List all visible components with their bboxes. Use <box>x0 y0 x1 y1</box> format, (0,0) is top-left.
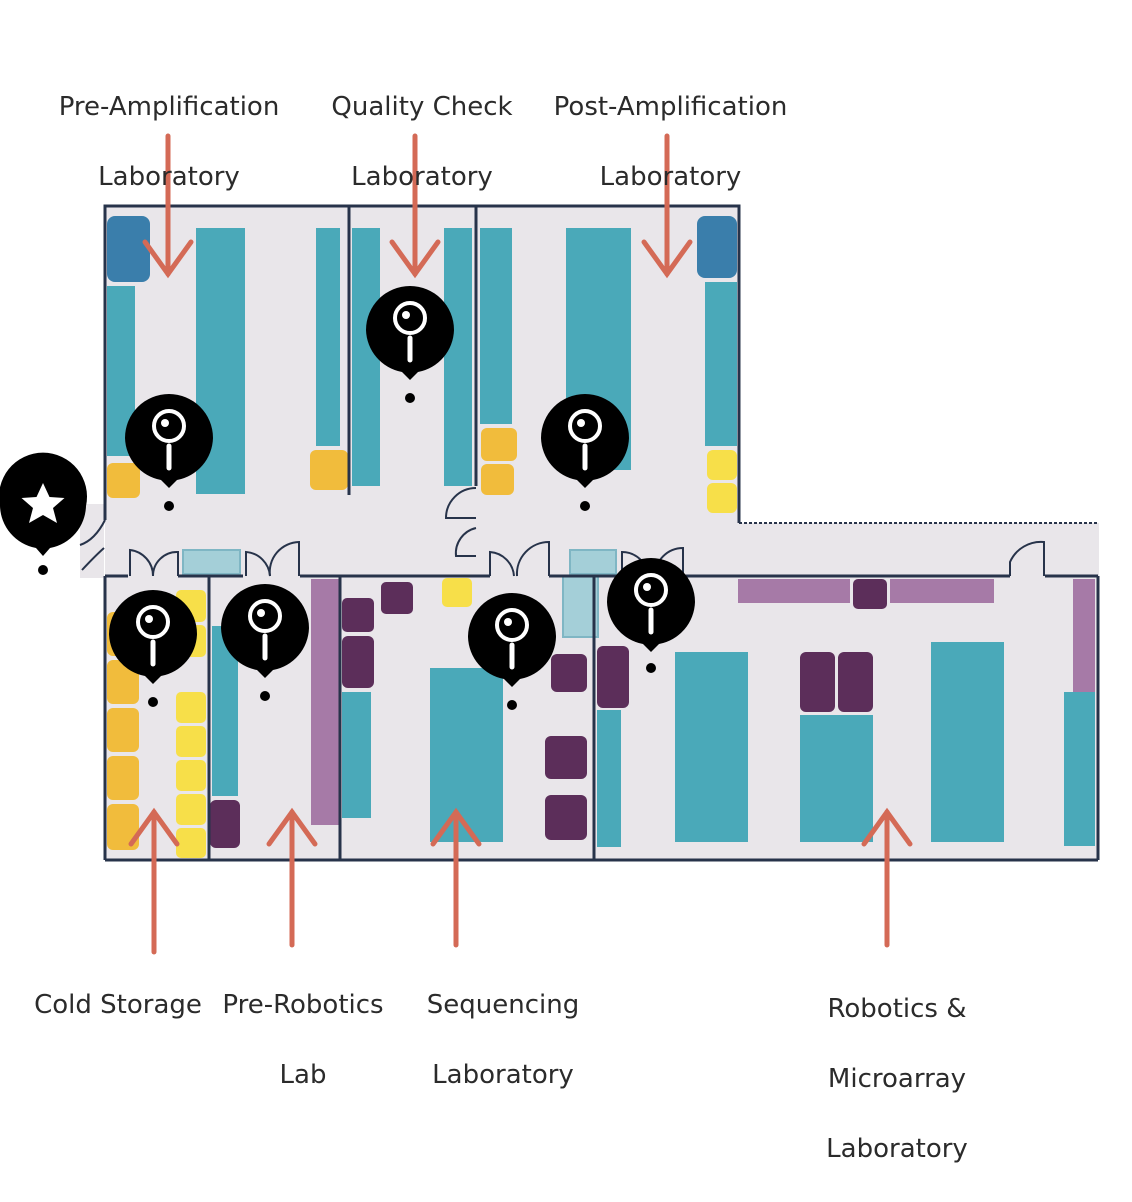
quality-check-room <box>352 228 472 486</box>
bench <box>705 282 737 446</box>
storage-unit <box>707 450 737 480</box>
label-line: Quality Check <box>331 92 513 122</box>
pin-pre-amplification[interactable] <box>125 394 213 511</box>
arrow-down-icon <box>641 133 693 279</box>
arrow-down-icon <box>389 133 441 279</box>
label-post-amplification: Post-Amplification Laboratory <box>533 55 808 230</box>
floor-plan <box>0 133 1100 955</box>
label-line: Robotics & <box>827 994 967 1024</box>
label-line: Laboratory <box>826 1134 968 1164</box>
pin-pre-robotics[interactable] <box>221 584 309 701</box>
label-line: Microarray <box>827 1064 967 1094</box>
arrows <box>128 133 913 955</box>
arrow-down-icon <box>142 133 194 279</box>
label-pre-amplification: Pre-Amplification Laboratory <box>38 55 300 230</box>
bench <box>316 228 340 446</box>
label-pre-robotics: Pre-Robotics Lab <box>208 953 398 1128</box>
blue-cabinet <box>697 216 737 278</box>
pin-cold-storage[interactable] <box>109 590 197 707</box>
label-line: Laboratory <box>432 1060 574 1090</box>
pin-post-amplification[interactable] <box>541 394 629 511</box>
arrow-up-icon <box>430 807 482 948</box>
pin-quality-check[interactable] <box>366 286 454 403</box>
corridor-fixtures <box>182 549 617 607</box>
bench <box>444 228 472 486</box>
arrow-up-icon <box>861 807 913 948</box>
star-icon[interactable] <box>0 452 87 575</box>
storage-unit <box>481 464 514 495</box>
pin-sequencing[interactable] <box>468 593 556 710</box>
label-quality-check: Quality Check Laboratory <box>311 55 533 230</box>
pin-robotics-microarray[interactable] <box>607 558 695 673</box>
label-line: Post-Amplification <box>553 92 788 122</box>
robotics-microarray-room <box>597 579 1095 847</box>
label-robotics-microarray: Robotics & Microarray Laboratory <box>802 957 992 1202</box>
label-line: Laboratory <box>98 162 240 192</box>
storage-unit <box>310 450 348 490</box>
bench <box>480 228 512 424</box>
label-line: Laboratory <box>599 162 742 192</box>
label-line: Laboratory <box>351 162 493 192</box>
label-line: Sequencing <box>426 990 580 1020</box>
label-sequencing: Sequencing Laboratory <box>408 953 598 1128</box>
arrow-up-icon <box>266 807 318 948</box>
sequencing-room <box>342 575 599 842</box>
label-cold-storage: Cold Storage <box>18 953 218 1058</box>
label-line: Pre-Robotics <box>222 990 384 1020</box>
storage-unit <box>481 428 517 461</box>
label-line: Pre-Amplification <box>58 92 280 122</box>
storage-unit <box>107 463 140 498</box>
bench <box>352 228 380 486</box>
blue-cabinet <box>107 216 150 282</box>
doors <box>79 487 1045 577</box>
label-line: Lab <box>279 1060 327 1090</box>
walls <box>103 204 1100 862</box>
label-line: Cold Storage <box>34 990 202 1020</box>
arrow-up-icon <box>128 807 180 955</box>
storage-unit <box>707 483 737 513</box>
